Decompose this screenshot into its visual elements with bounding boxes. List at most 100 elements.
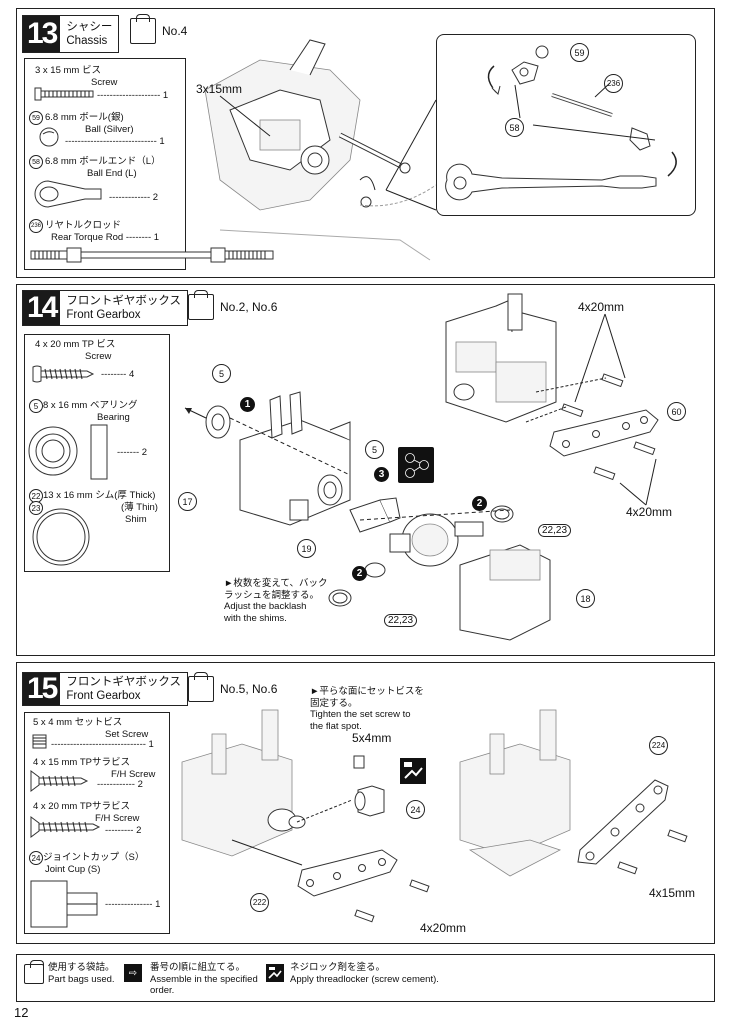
part-name-en: Screw — [85, 351, 112, 362]
part-name-en: Ball (Silver) — [85, 124, 134, 135]
step-14-header: 14 フロントギヤボックス Front Gearbox — [22, 290, 189, 326]
shim-icon — [32, 508, 90, 566]
joint-cup-icon — [30, 880, 98, 928]
part-qty: ----------------------------- 1 — [65, 136, 165, 147]
part-qty: -------- 4 — [101, 369, 135, 380]
bag-icon — [130, 14, 156, 44]
torque-rod-icon — [30, 247, 274, 263]
part-name-jp: ジョイントカップ（S） — [43, 852, 145, 863]
note-jp: ►枚数を変えて、バック ラッシュを調整する。 — [224, 578, 328, 601]
assembly-order-icon: ⇨ — [124, 964, 142, 982]
part-name-jp: リヤトルクロッド — [45, 220, 122, 231]
inset-connector — [385, 99, 437, 211]
part-qty: --------------- 1 — [105, 899, 161, 910]
leader-lines — [514, 82, 656, 141]
part-name-en: Joint Cup (S) — [45, 864, 101, 875]
set-screw-note: ►平らな面にセットビスを 固定する。 Tighten the set screw… — [310, 686, 424, 732]
legend-bar — [16, 954, 715, 1002]
part-name-jp: 4 x 20 mm TP ビス — [35, 339, 116, 350]
part-name-en: Shim — [125, 514, 147, 525]
part-name-jp: 3 x 15 mm ビス — [35, 65, 101, 76]
step-title-jp: シャシー — [66, 21, 113, 33]
screw-size-4x15: 4x15mm — [649, 886, 696, 900]
part-name-jp: 5 x 4 mm セットビス — [33, 717, 123, 728]
gearbox-set-screw-diagram — [181, 709, 430, 923]
gearbox-plate-diagram — [459, 709, 688, 877]
part-ref-60: 60 — [667, 402, 686, 421]
part-name-en: F/H Screw — [111, 769, 156, 780]
legend-threadlocker: ネジロック剤を塗る。 Apply threadlocker (screw cem… — [290, 962, 439, 985]
part-ref-badge: 59 — [29, 111, 43, 125]
shim-ref-label: 22,23 — [538, 524, 572, 537]
step-title-en: Chassis — [66, 35, 108, 47]
part-ref-5: 5 — [365, 440, 384, 459]
step-15-header: 15 フロントギヤボックス Front Gearbox — [22, 672, 189, 706]
legend-bag: 使用する袋詰。 Part bags used. — [48, 962, 115, 985]
part-ref-badge: 24 — [29, 851, 43, 865]
part-qty: --------- 2 — [105, 825, 142, 836]
set-screw-size-label: 5x4mm — [352, 731, 392, 745]
order-step-2: 2 — [472, 496, 487, 511]
order-step-3: 3 — [374, 467, 389, 482]
part-bag-indicator: No.5, No.6 — [188, 672, 278, 702]
part-ref-59: 59 — [570, 43, 589, 62]
ball-icon — [39, 127, 59, 147]
part-ref-badge: 5 — [29, 399, 43, 413]
order-step-1: 1 — [240, 397, 255, 412]
order-step-2: 2 — [352, 566, 367, 581]
shim-ref-label: 22,23 — [384, 614, 418, 627]
part-ref-24: 24 — [406, 800, 425, 819]
part-name-en: Screw — [91, 77, 118, 88]
part-name-jp: 4 x 15 mm TPサラビス — [33, 757, 130, 768]
step-title-en: Front Gearbox — [66, 309, 141, 321]
step-13-header: 13 シャシー Chassis — [22, 15, 120, 53]
screw-size-4x20: 4x20mm — [420, 921, 467, 935]
rod-assembly-detail — [445, 45, 677, 201]
part-ref-224: 224 — [649, 736, 668, 755]
bag-label: No.5, No.6 — [220, 682, 278, 696]
backlash-note: ►枚数を変えて、バック ラッシュを調整する。 Adjust the backla… — [224, 578, 327, 624]
part-name-en: Set Screw — [105, 729, 149, 740]
fh-screw-icon — [30, 816, 101, 838]
screw-size-label: 3x15mm — [196, 82, 243, 96]
part-qty: ------------- 2 — [109, 192, 159, 203]
screw-size-label-top: 4x20mm — [578, 300, 625, 314]
threadlocker-icon — [400, 758, 426, 784]
bag-icon — [24, 960, 44, 984]
part-qty: ------------ 2 — [97, 779, 143, 790]
part-name-jp: 13 x 16 mm シム(厚 Thick) — [43, 490, 156, 501]
part-qty: ------- 2 — [117, 447, 148, 458]
part-name-en: Bearing — [97, 412, 130, 423]
threadlocker-icon — [266, 964, 284, 982]
step-title-jp: フロントギヤボックス — [66, 676, 182, 688]
fh-screw-icon — [30, 770, 89, 792]
part-bag-indicator: No.4 — [130, 14, 187, 44]
part-ref-badge: 58 — [29, 155, 43, 169]
part-ref-badge: 236 — [29, 219, 43, 233]
screw-icon — [34, 87, 94, 101]
part-name-jp-thin: (薄 Thin) — [121, 502, 158, 513]
part-qty: -------------------- 1 — [97, 90, 169, 101]
part-ref-19: 19 — [297, 539, 316, 558]
note-en: Adjust the backlash with the shims. — [224, 601, 307, 624]
parts-list-14: 4 x 20 mm TP ビス Screw -------- 4 5 8 x 1… — [24, 334, 170, 572]
bearing-icon — [28, 424, 108, 480]
bag-icon — [188, 672, 214, 702]
part-name-jp: 8 x 16 mm ベアリング — [43, 400, 138, 411]
page-number: 12 — [14, 1005, 29, 1020]
bag-label: No.2, No.6 — [220, 300, 278, 314]
part-name-en: F/H Screw — [95, 813, 140, 824]
ball-end-icon — [34, 180, 102, 208]
leader-lines — [619, 458, 657, 506]
set-screw-icon — [32, 734, 47, 749]
legend-order: 番号の順に組立てる。 Assemble in the specified ord… — [150, 962, 258, 996]
step-number: 15 — [23, 673, 61, 705]
leader-line — [219, 95, 271, 137]
assembly-order-icon — [398, 447, 434, 483]
gearbox-with-plate-diagram — [445, 293, 659, 481]
part-ref-18: 18 — [576, 589, 595, 608]
parts-list-13: 3 x 15 mm ビス Screw -------------------- … — [24, 58, 274, 270]
part-qty: ------------------------------ 1 — [51, 739, 154, 750]
gearbox-exploded-diagram — [184, 391, 551, 641]
step-number: 14 — [23, 291, 61, 325]
